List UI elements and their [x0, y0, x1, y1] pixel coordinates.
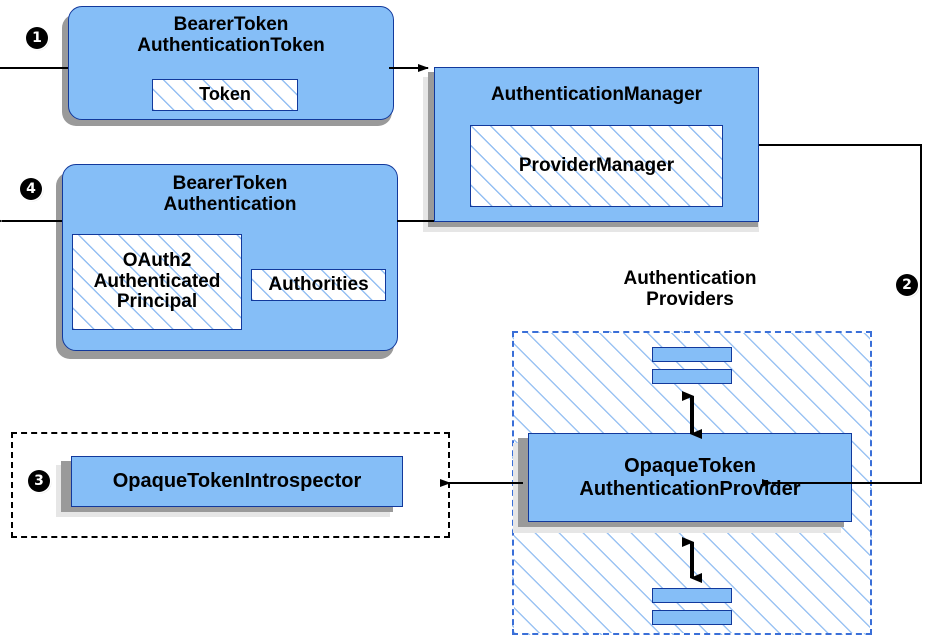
authorities-box[interactable]: Authorities — [251, 269, 386, 301]
opaque-token-authentication-provider-title-line1: OpaqueToken — [624, 455, 756, 478]
provider-manager-label: ProviderManager — [518, 154, 675, 176]
provider-manager-child-box[interactable]: ProviderManager — [470, 125, 723, 207]
provider-stack-bar-bottom-2 — [652, 610, 732, 625]
step-marker-3: 3 — [28, 470, 50, 492]
oauth2-authenticated-principal-box[interactable]: OAuth2 Authenticated Principal — [72, 234, 242, 330]
provider-stack-bar-top-2 — [652, 369, 732, 384]
token-child-box[interactable]: Token — [152, 79, 298, 111]
authorities-label: Authorities — [268, 273, 369, 295]
bearer-token-authentication-title-line1: BearerToken — [172, 173, 288, 194]
oauth2-authenticated-principal-line1: OAuth2 — [122, 249, 192, 271]
token-child-label: Token — [199, 84, 251, 105]
bearer-token-authentication-token-title-line2: AuthenticationToken — [137, 35, 325, 57]
oauth2-authenticated-principal-line3: Principal — [116, 291, 198, 313]
authentication-providers-title-line1: Authentication — [623, 268, 757, 289]
step-marker-4: 4 — [20, 178, 42, 200]
bearer-token-authentication-token-title-line1: BearerToken — [173, 14, 289, 35]
step-marker-2: 2 — [896, 274, 918, 296]
provider-stack-bar-bottom-1 — [652, 588, 732, 603]
oauth2-authenticated-principal-line2: Authenticated — [93, 270, 221, 292]
authentication-providers-group-title: Authentication Providers — [570, 268, 810, 311]
bearer-token-authentication-title-line2: Authentication — [163, 194, 297, 216]
authentication-providers-title-line2: Providers — [646, 289, 734, 311]
opaque-token-introspector-label: OpaqueTokenIntrospector — [112, 470, 362, 493]
provider-stack-bar-top-1 — [652, 347, 732, 362]
opaque-token-authentication-provider-node[interactable]: OpaqueToken AuthenticationProvider — [528, 433, 852, 522]
step-marker-1: 1 — [26, 27, 48, 49]
opaque-token-authentication-provider-title-line2: AuthenticationProvider — [579, 477, 801, 500]
authentication-manager-title: AuthenticationManager — [490, 84, 703, 105]
opaque-token-introspector-node[interactable]: OpaqueTokenIntrospector — [71, 456, 403, 507]
